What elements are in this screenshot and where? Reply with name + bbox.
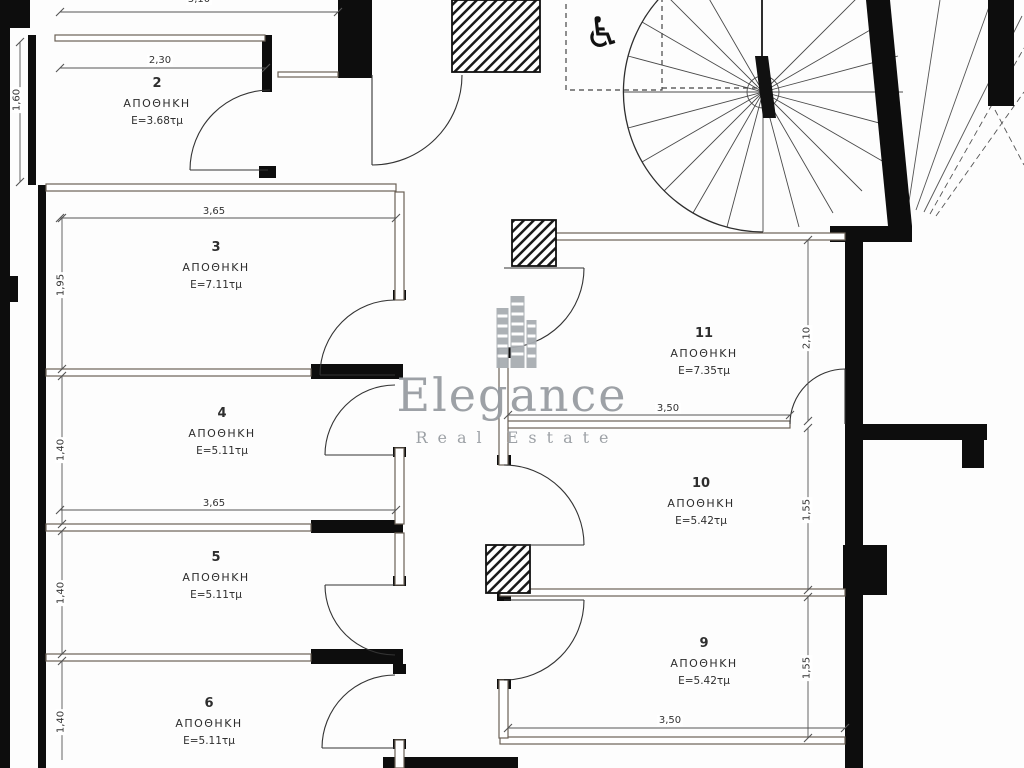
dimension-label: 1,40 bbox=[55, 436, 67, 464]
room-number: 2 bbox=[152, 76, 162, 91]
room-number: 10 bbox=[691, 476, 711, 491]
watermark: Elegance Real Estate bbox=[397, 294, 628, 447]
room-label-2: 2 ΑΠΟΘΗΚΗ E=3.68τμ bbox=[123, 76, 190, 127]
dimension-label: 1,55 bbox=[801, 654, 813, 682]
dimension-label: 1,95 bbox=[55, 271, 67, 299]
dimension-label: 3,65 bbox=[200, 206, 228, 217]
dimension-label: 2,10 bbox=[801, 324, 813, 352]
room-type: ΑΠΟΘΗΚΗ bbox=[670, 657, 738, 670]
room-label-10: 10 ΑΠΟΘΗΚΗ E=5.42τμ bbox=[667, 476, 734, 527]
accessible-area-outline bbox=[565, 0, 758, 91]
room-label-11: 11 ΑΠΟΘΗΚΗ E=7.35τμ bbox=[670, 326, 737, 377]
room-label-9: 9 ΑΠΟΘΗΚΗ E=5.42τμ bbox=[670, 636, 737, 687]
room-type: ΑΠΟΘΗΚΗ bbox=[188, 427, 256, 440]
dimension-label: 3,65 bbox=[200, 498, 228, 509]
watermark-brand: Elegance bbox=[396, 368, 628, 422]
room-type: ΑΠΟΘΗΚΗ bbox=[667, 497, 735, 510]
room-label-3: 3 ΑΠΟΘΗΚΗ E=7.11τμ bbox=[182, 240, 249, 291]
room-area: E=7.11τμ bbox=[190, 279, 242, 291]
dimension-ticks bbox=[15, 7, 850, 743]
room-number: 6 bbox=[204, 696, 214, 711]
room-area: E=5.11τμ bbox=[196, 445, 248, 457]
dimension-label: 3,50 bbox=[656, 715, 684, 726]
room-type: ΑΠΟΘΗΚΗ bbox=[123, 97, 191, 110]
room-area: E=5.11τμ bbox=[190, 589, 242, 601]
room-number: 3 bbox=[211, 240, 221, 255]
dimension-label: 1,40 bbox=[55, 708, 67, 736]
room-area: E=5.42τμ bbox=[675, 515, 727, 527]
dimension-label: 1,60 bbox=[11, 86, 23, 114]
room-type: ΑΠΟΘΗΚΗ bbox=[670, 347, 738, 360]
watermark-tagline: Real Estate bbox=[415, 428, 619, 447]
room-type: ΑΠΟΘΗΚΗ bbox=[182, 571, 250, 584]
room-label-6: 6 ΑΠΟΘΗΚΗ E=5.11τμ bbox=[175, 696, 242, 747]
room-number: 9 bbox=[699, 636, 709, 651]
room-type: ΑΠΟΘΗΚΗ bbox=[175, 717, 243, 730]
dimension-label: 1,55 bbox=[801, 496, 813, 524]
spiral-staircase bbox=[622, 0, 903, 233]
room-area: E=3.68τμ bbox=[131, 115, 183, 127]
room-type: ΑΠΟΘΗΚΗ bbox=[182, 261, 250, 274]
room-label-5: 5 ΑΠΟΘΗΚΗ E=5.11τμ bbox=[182, 550, 249, 601]
room-area: E=5.42τμ bbox=[678, 675, 730, 687]
dimension-label: 5,10 bbox=[185, 0, 213, 5]
wheelchair-icon: ♿ bbox=[584, 8, 622, 57]
room-number: 5 bbox=[211, 550, 221, 565]
dimension-label: 1,40 bbox=[55, 579, 67, 607]
dimension-label: 2,30 bbox=[146, 55, 174, 66]
room-number: 11 bbox=[694, 326, 714, 341]
room-area: E=5.11τμ bbox=[183, 735, 235, 747]
dimension-label: 3,50 bbox=[654, 403, 682, 414]
room-area: E=7.35τμ bbox=[678, 365, 730, 377]
room-number: 4 bbox=[217, 406, 227, 421]
building-logo-icon bbox=[496, 296, 536, 368]
partition-walls bbox=[45, 34, 846, 768]
room-label-4: 4 ΑΠΟΘΗΚΗ E=5.11τμ bbox=[188, 406, 255, 457]
columns bbox=[451, 0, 557, 594]
